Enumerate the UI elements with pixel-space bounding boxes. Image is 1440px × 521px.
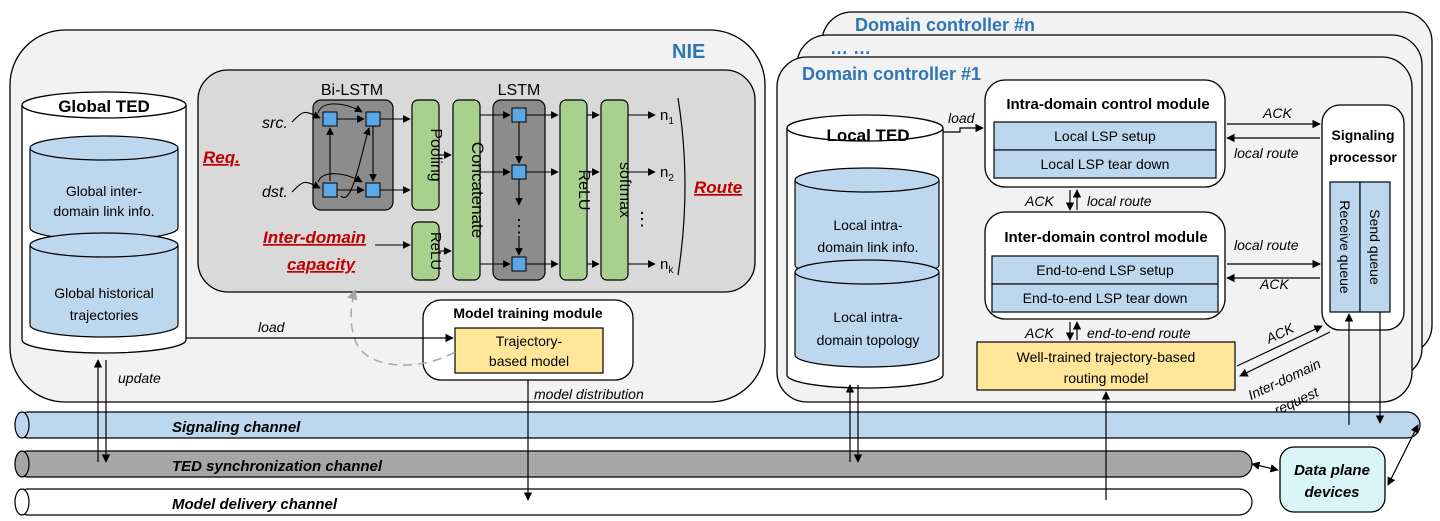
local-route-intra-label: local route [1234, 145, 1299, 161]
domain-controller-1-title: Domain controller #1 [802, 64, 981, 84]
signaling-title-line2: processor [1329, 149, 1397, 165]
ack-intra-label: ACK [1262, 105, 1292, 121]
relu-softmax-arrows [587, 111, 656, 268]
softmax-label: softmax [616, 162, 633, 218]
lstm-cell [511, 107, 527, 123]
capacity-label: capacity [287, 255, 357, 274]
concatenate-label: Concatenate [468, 142, 487, 238]
concatenate-layer [452, 99, 481, 281]
ack-bottom-label: ACK [1024, 325, 1054, 341]
data-plane-line2: devices [1304, 484, 1359, 501]
routing-model-line2: routing model [1064, 370, 1149, 386]
data-plane-line1: Data plane [1294, 462, 1370, 479]
softmax-layer [600, 99, 629, 281]
output-n2: n2 [660, 164, 674, 184]
intra-domain-title: Intra-domain control module [1006, 96, 1209, 113]
inter-domain-title: Inter-domain control module [1004, 229, 1207, 246]
global-db-link-info: Global inter- domain link info. [29, 135, 179, 241]
load-label: load [258, 319, 286, 335]
send-queue-label: Send queue [1367, 209, 1383, 285]
relu-small-label: ReLU [427, 232, 444, 270]
bilstm-label: Bi-LSTM [321, 82, 383, 99]
local-db1-line1: Local intra- [833, 217, 903, 233]
bilstm-cell [365, 182, 381, 198]
global-db2-line2: trajectories [70, 307, 138, 323]
domain-controller-n-title: Domain controller #n [855, 15, 1035, 35]
trajectory-model-line1: Trajectory- [496, 333, 563, 349]
nie-title: NIE [672, 41, 705, 63]
local-route-mid-label: local route [1087, 193, 1152, 209]
ted-sync-channel: TED synchronization channel [14, 450, 1253, 478]
route-label: Route [694, 178, 742, 197]
output-vdots: ⋮ [633, 209, 651, 229]
bilstm-connections [317, 103, 411, 199]
relu-label: ReLU [575, 170, 592, 211]
signaling-title-line1: Signaling [1332, 127, 1395, 143]
local-db-link-info: Local intra- domain link info. [794, 167, 940, 278]
update-label: update [118, 370, 161, 386]
ted-sync-channel-label: TED synchronization channel [172, 458, 383, 475]
routing-model-line1: Well-trained trajectory-based [1017, 349, 1196, 365]
e2e-lsp-teardown-label: End-to-end LSP tear down [1023, 290, 1188, 306]
lstm-cell [511, 164, 527, 180]
local-db1-line2: domain link info. [817, 239, 918, 255]
dst-label: dst. [262, 184, 288, 201]
signaling-channel-label: Signaling channel [172, 419, 301, 436]
output-bracket [677, 97, 686, 276]
data-plane-devices [1279, 446, 1386, 513]
model-delivery-channel-label: Model delivery channel [172, 496, 338, 513]
local-db2-line1: Local intra- [833, 309, 903, 325]
e2e-lsp-setup-label: End-to-end LSP setup [1036, 262, 1174, 278]
model-training-title: Model training module [453, 305, 603, 321]
local-lsp-teardown-label: Local LSP tear down [1041, 156, 1170, 172]
send-queue [1359, 181, 1391, 313]
pooling-label: Pooling [427, 128, 444, 181]
feedback-dashed-arrow [347, 288, 456, 366]
bilstm-cell [322, 111, 338, 127]
signaling-channel: Signaling channel [14, 411, 1421, 439]
global-db1-line1: Global inter- [66, 183, 143, 199]
output-n1: n1 [660, 107, 674, 127]
global-db-trajectories: Global historical trajectories [29, 232, 179, 338]
domain-arrows [943, 119, 1331, 377]
local-lsp-setup-label: Local LSP setup [1054, 128, 1156, 144]
ack-inter-label: ACK [1259, 276, 1289, 292]
dst-arrow [291, 181, 321, 193]
routing-model [976, 341, 1236, 391]
relu-layer [559, 99, 588, 281]
lstm-cell [511, 256, 527, 272]
global-ted-title: Global TED [58, 97, 150, 116]
model-delivery-channel: Model delivery channel [14, 488, 1253, 516]
trajectory-model-line2: based model [489, 353, 569, 369]
receive-queue-label: Receive queue [1337, 200, 1353, 294]
local-db2-line2: domain topology [817, 332, 920, 348]
lstm-connections [480, 111, 559, 268]
e2e-lsp-teardown [991, 283, 1219, 313]
trajectory-model-box [454, 327, 604, 374]
end-to-end-route-label: end-to-end route [1087, 325, 1191, 341]
local-load-label: load [948, 110, 976, 126]
bilstm-cell [322, 182, 338, 198]
lstm-label: LSTM [498, 82, 541, 99]
src-label: src. [262, 115, 288, 132]
local-lsp-teardown [993, 149, 1217, 179]
domain-controller-dots-title: … … [830, 38, 871, 58]
global-db1-line2: domain link info. [53, 203, 154, 219]
local-ted-title: Local TED [826, 126, 909, 145]
model-distribution-label: model distribution [534, 386, 644, 402]
channel-connectors [93, 312, 1419, 501]
lstm-vdots: ⋮ [510, 216, 528, 236]
local-route-inter-label: local route [1234, 237, 1299, 253]
inter-domain-label: Inter-domain [263, 228, 366, 247]
local-db-topology: Local intra- domain topology [794, 259, 940, 368]
bilstm-cell [365, 111, 381, 127]
ack-mid-label: ACK [1024, 193, 1054, 209]
src-arrow [291, 111, 321, 123]
global-db2-line1: Global historical [54, 285, 154, 301]
output-nk: nk [660, 256, 674, 276]
req-label: Req. [203, 148, 240, 167]
